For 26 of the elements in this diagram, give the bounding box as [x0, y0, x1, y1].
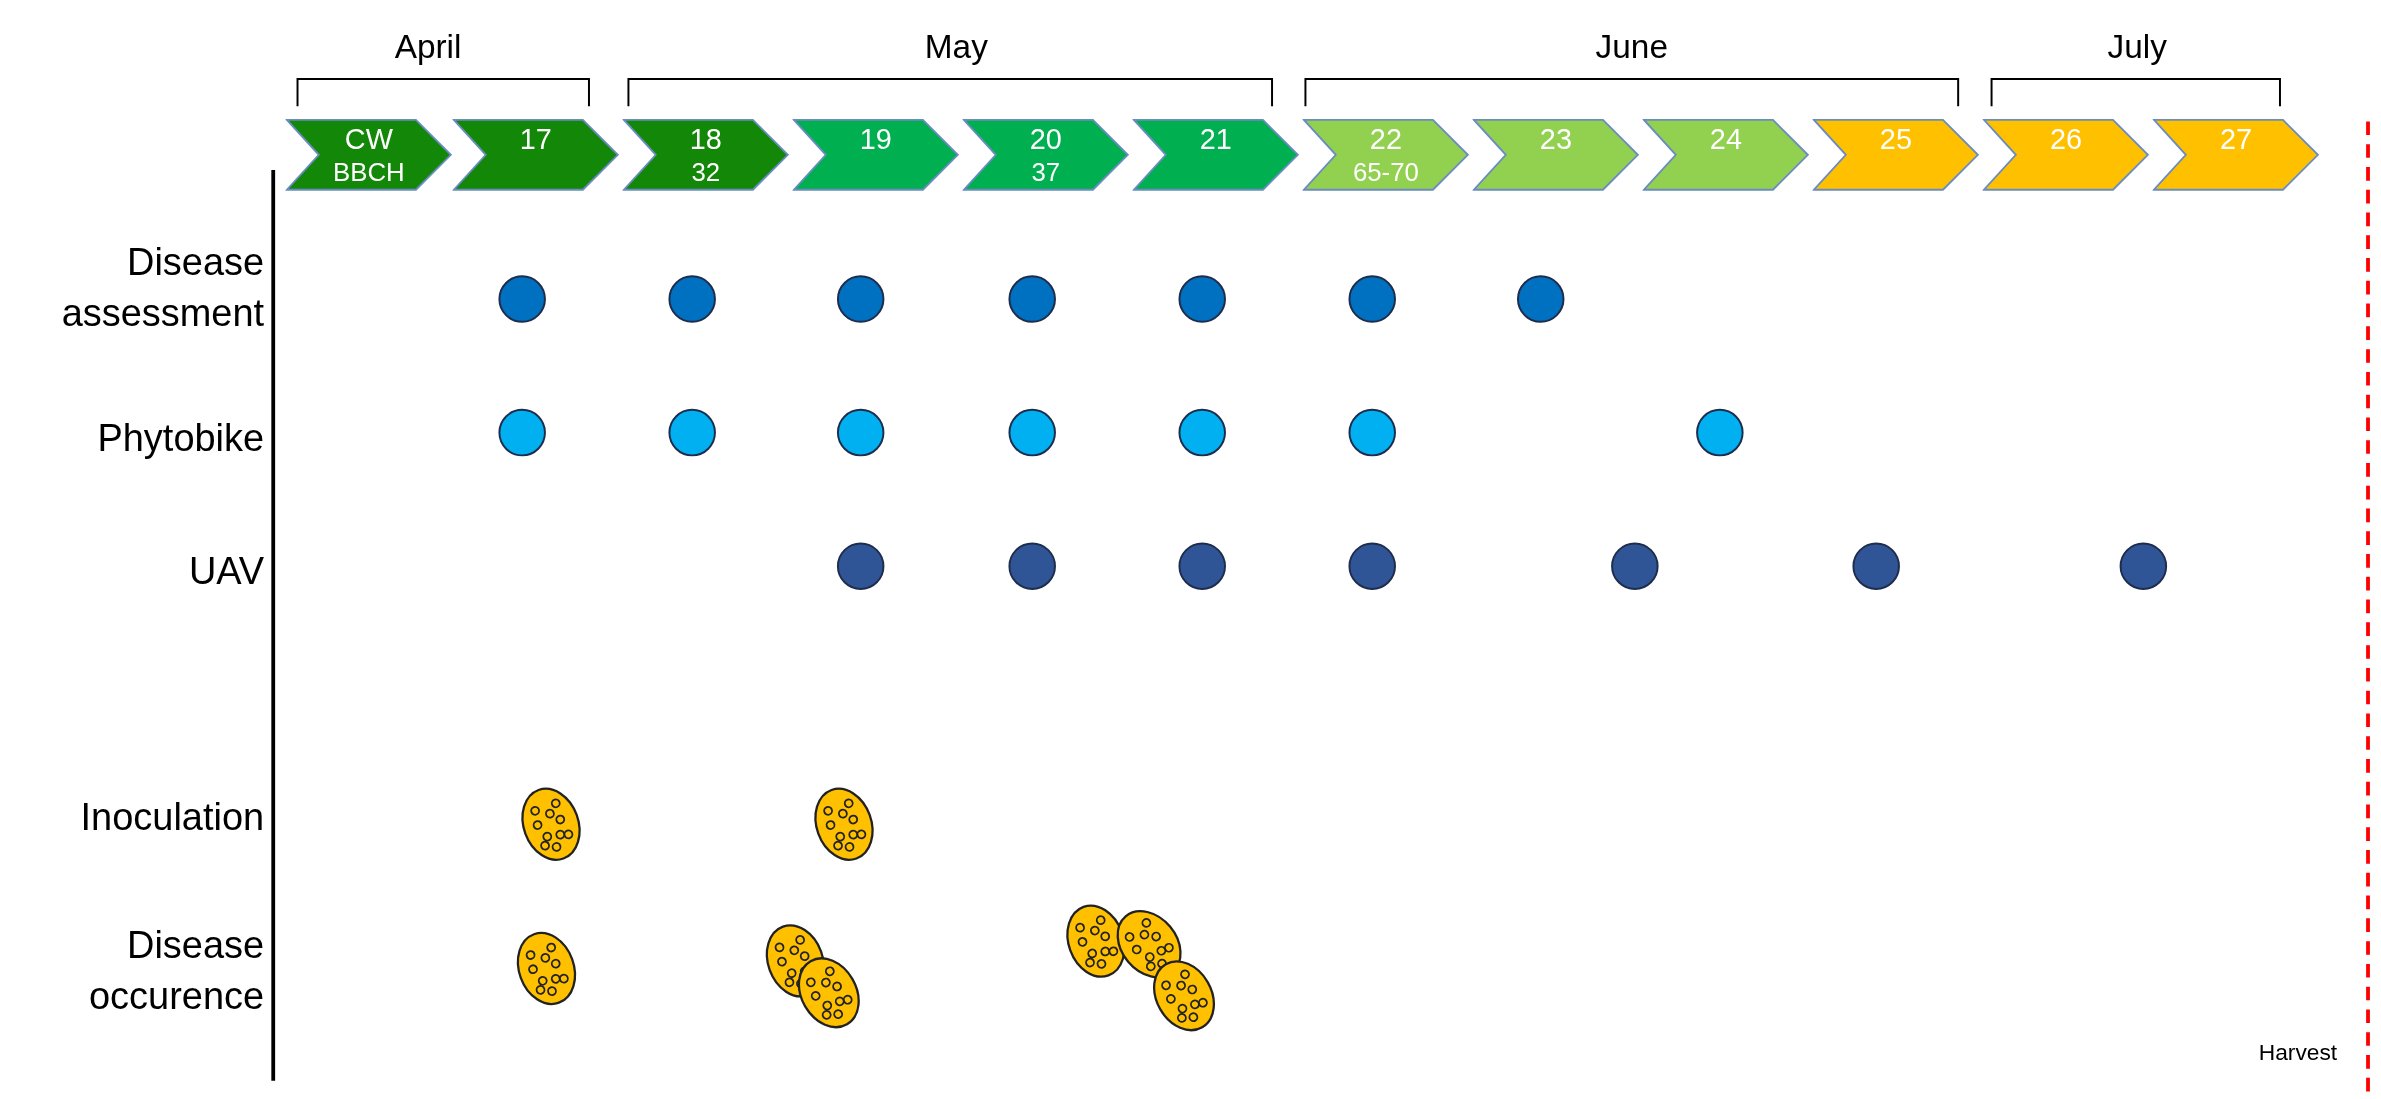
- week-number: 22: [1368, 122, 1403, 157]
- week-number: 27: [2218, 122, 2253, 157]
- week-number: 17: [518, 122, 553, 157]
- harvest-label: Harvest: [2258, 1037, 2339, 1067]
- week-number: 20: [1028, 122, 1063, 157]
- row-label: Inoculation: [79, 794, 265, 840]
- growth-stage: 37: [1030, 156, 1062, 189]
- growth-stage: BBCH: [332, 156, 406, 189]
- month-label: July: [2106, 26, 2168, 68]
- month-label: June: [1594, 26, 1669, 68]
- row-label: Disease occurence: [88, 921, 265, 1020]
- growth-stage: 32: [690, 156, 722, 189]
- row-label: Phytobike: [96, 414, 265, 461]
- week-number: CW: [343, 122, 394, 157]
- week-number: 26: [2048, 122, 2083, 157]
- week-number: 18: [688, 122, 723, 157]
- week-number: 25: [1878, 122, 1913, 157]
- week-number: 24: [1708, 122, 1743, 157]
- week-number: 21: [1198, 122, 1233, 157]
- row-label: Disease assessment: [60, 238, 265, 336]
- row-label: UAV: [187, 548, 265, 594]
- week-number: 19: [858, 122, 893, 157]
- month-label: April: [393, 26, 463, 68]
- month-label: May: [923, 26, 989, 68]
- growth-stage: 65-70: [1351, 156, 1420, 189]
- week-number: 23: [1538, 122, 1573, 157]
